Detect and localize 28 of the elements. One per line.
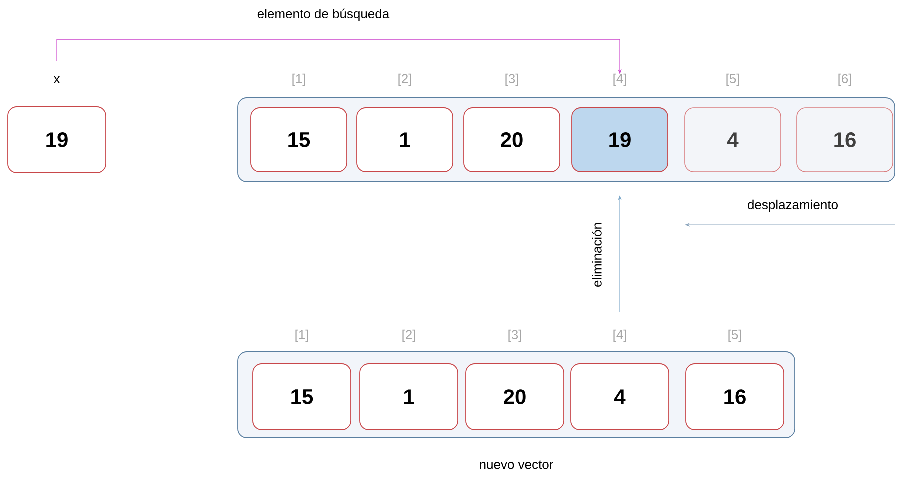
value-cell: 16 (686, 364, 784, 430)
node-label: nuevo vector (480, 460, 554, 470)
value-cell: 1 (360, 364, 458, 430)
index-label: [1] (292, 74, 306, 86)
value-cell: 15 (252, 364, 352, 430)
value-cell: 4 (684, 108, 782, 172)
index-label: [5] (728, 330, 742, 342)
index-label: [2] (402, 330, 416, 342)
variable-label: x (54, 76, 60, 84)
value-cell: 16 (796, 108, 894, 172)
index-label: [6] (838, 74, 852, 86)
index-label: [3] (508, 330, 522, 342)
edge-label: eliminación (591, 221, 603, 289)
direction-label: desplazamiento (746, 198, 840, 214)
index-label: [4] (614, 330, 626, 342)
value-cell: 1 (356, 108, 454, 172)
index-label: [5] (726, 74, 740, 86)
index-label: [1] (296, 330, 308, 342)
index-label: [4] (614, 74, 626, 86)
index-label: [2] (398, 74, 412, 86)
value-cell: 19 (572, 108, 668, 172)
value-cell: 4 (570, 364, 670, 430)
index-label: [3] (506, 74, 518, 86)
value-cell: 20 (466, 364, 564, 430)
value-cell: 15 (250, 108, 348, 172)
edge-label: elemento de búsqueda (256, 8, 391, 22)
value-cell: 19 (8, 106, 106, 174)
value-cell: 20 (464, 108, 560, 172)
